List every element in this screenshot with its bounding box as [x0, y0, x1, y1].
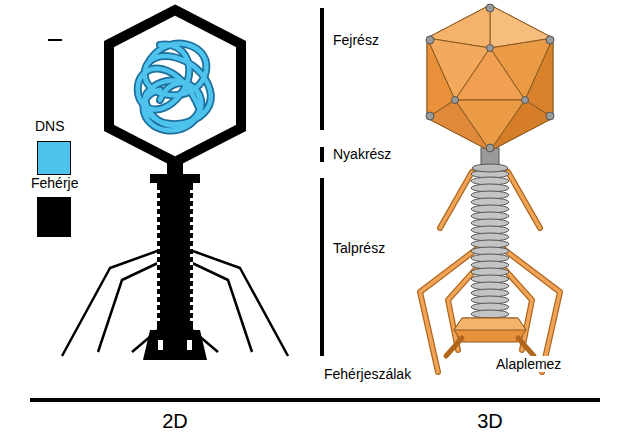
legend-swatch [37, 141, 71, 175]
view-label: 2D [160, 410, 190, 433]
dash [48, 39, 62, 41]
part-label: Talprész [331, 240, 387, 256]
legend-text: Fehérje [29, 175, 80, 191]
view-label: 3D [475, 410, 505, 433]
part-label: Fejrész [331, 32, 381, 48]
phage-2d [62, 10, 288, 360]
part-label: Alaplemez [494, 356, 563, 372]
neck-bar [320, 147, 324, 162]
baseline-rule [30, 398, 600, 402]
phage-3d [420, 4, 560, 372]
tail-bar [320, 178, 324, 356]
part-label: Fehérjeszálak [322, 366, 413, 382]
part-label: Nyakrész [331, 146, 393, 162]
legend-text: DNS [33, 118, 67, 134]
head-bar [320, 8, 324, 130]
legend-swatch [37, 197, 71, 237]
